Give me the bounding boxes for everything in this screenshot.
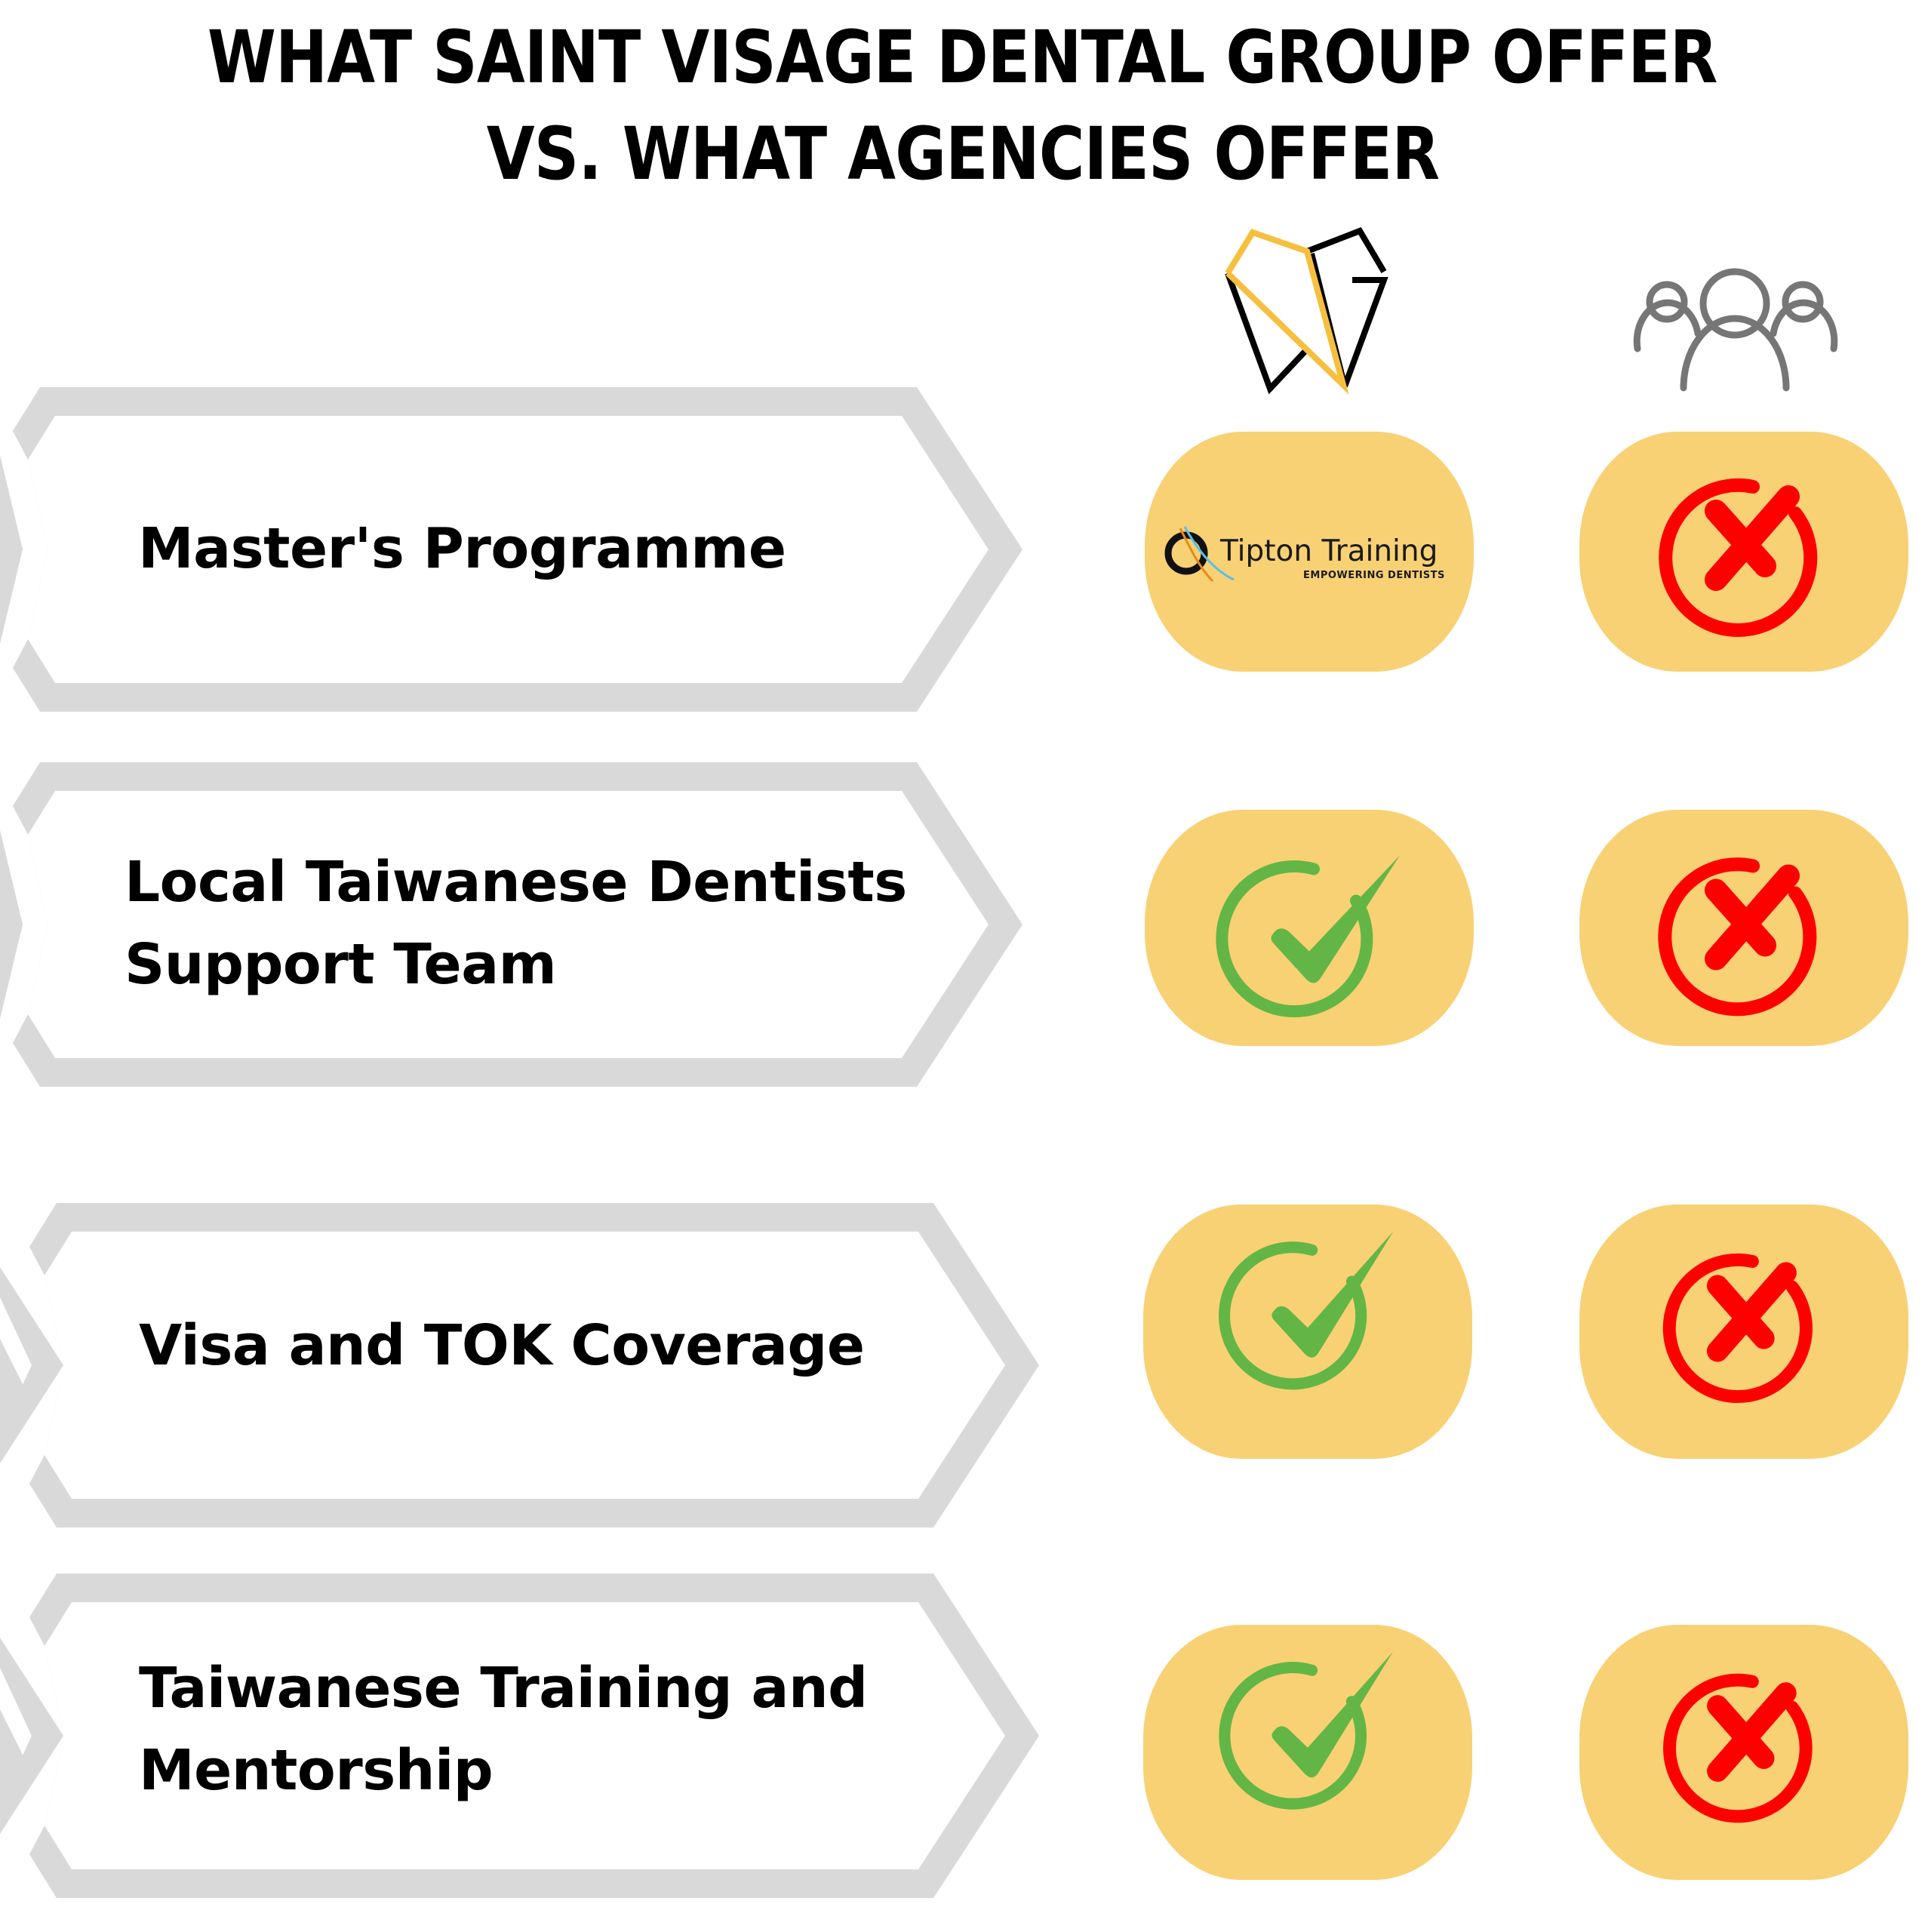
check-icon [1219, 1231, 1394, 1390]
feature-label: Visa and TOK Coverage [139, 1305, 865, 1387]
feature-banner-training-mentorship: Taiwanese Training and Mentorship [0, 1574, 1088, 1906]
feature-label-line: Visa and TOK Coverage [139, 1313, 865, 1378]
page-title-text-2: VS. WHAT AGENCIES OFFER [486, 112, 1439, 196]
tipton-training-logo [1164, 526, 1235, 583]
saint-visage-cell-row-1: Tipton Training EMPOWERING DENTISTS [1145, 432, 1474, 672]
banner-shape [0, 387, 1022, 712]
feature-banner-visa-tok: Visa and TOK Coverage [0, 1203, 1088, 1535]
page-title-line-1: WHAT SAINT VISAGE DENTAL GROUP OFFER [0, 21, 1925, 94]
feature-banner-local-support-team: Local Taiwanese Dentists Support Team [0, 762, 1072, 1094]
feature-label-line: Master's Programme [138, 516, 786, 581]
banner-shape [0, 1574, 1039, 1898]
cross-icon [1662, 1253, 1813, 1403]
feature-label: Master's Programme [138, 508, 786, 590]
feature-label-line: Mentorship [139, 1738, 494, 1803]
agencies-cell-row-2 [1579, 810, 1908, 1046]
cross-icon [1658, 857, 1817, 1017]
agencies-cell-row-3 [1579, 1204, 1908, 1459]
check-icon [1216, 855, 1400, 1017]
banner-shape [0, 1203, 1039, 1527]
saint-visage-cell-row-3 [1143, 1204, 1472, 1459]
saint-visage-cell-row-4 [1143, 1625, 1472, 1880]
tipton-logo-name: Tipton Training [1220, 534, 1438, 568]
feature-label: Local Taiwanese Dentists Support Team [125, 841, 907, 1006]
agencies-cell-row-1 [1579, 432, 1908, 672]
check-icon [1219, 1651, 1393, 1810]
people-group-icon [1633, 268, 1838, 392]
page-title-line-2: VS. WHAT AGENCIES OFFER [0, 118, 1925, 190]
tipton-logo-tagline: EMPOWERING DENTISTS [1303, 570, 1445, 581]
feature-label-line: Support Team [125, 932, 557, 997]
agencies-cell-row-4 [1579, 1625, 1908, 1880]
cross-icon [1663, 1673, 1813, 1823]
cross-icon [1659, 478, 1818, 637]
feature-label: Taiwanese Training and Mentorship [139, 1647, 868, 1812]
feature-banner-masters-programme: Master's Programme [0, 387, 1072, 719]
saint-visage-cell-row-2 [1145, 810, 1474, 1046]
saint-visage-logo [1225, 227, 1388, 395]
page-title-text-1: WHAT SAINT VISAGE DENTAL GROUP OFFER [208, 15, 1718, 100]
feature-label-line: Taiwanese Training and [139, 1656, 868, 1721]
feature-label-line: Local Taiwanese Dentists [125, 850, 907, 915]
banner-shape [0, 762, 1022, 1087]
